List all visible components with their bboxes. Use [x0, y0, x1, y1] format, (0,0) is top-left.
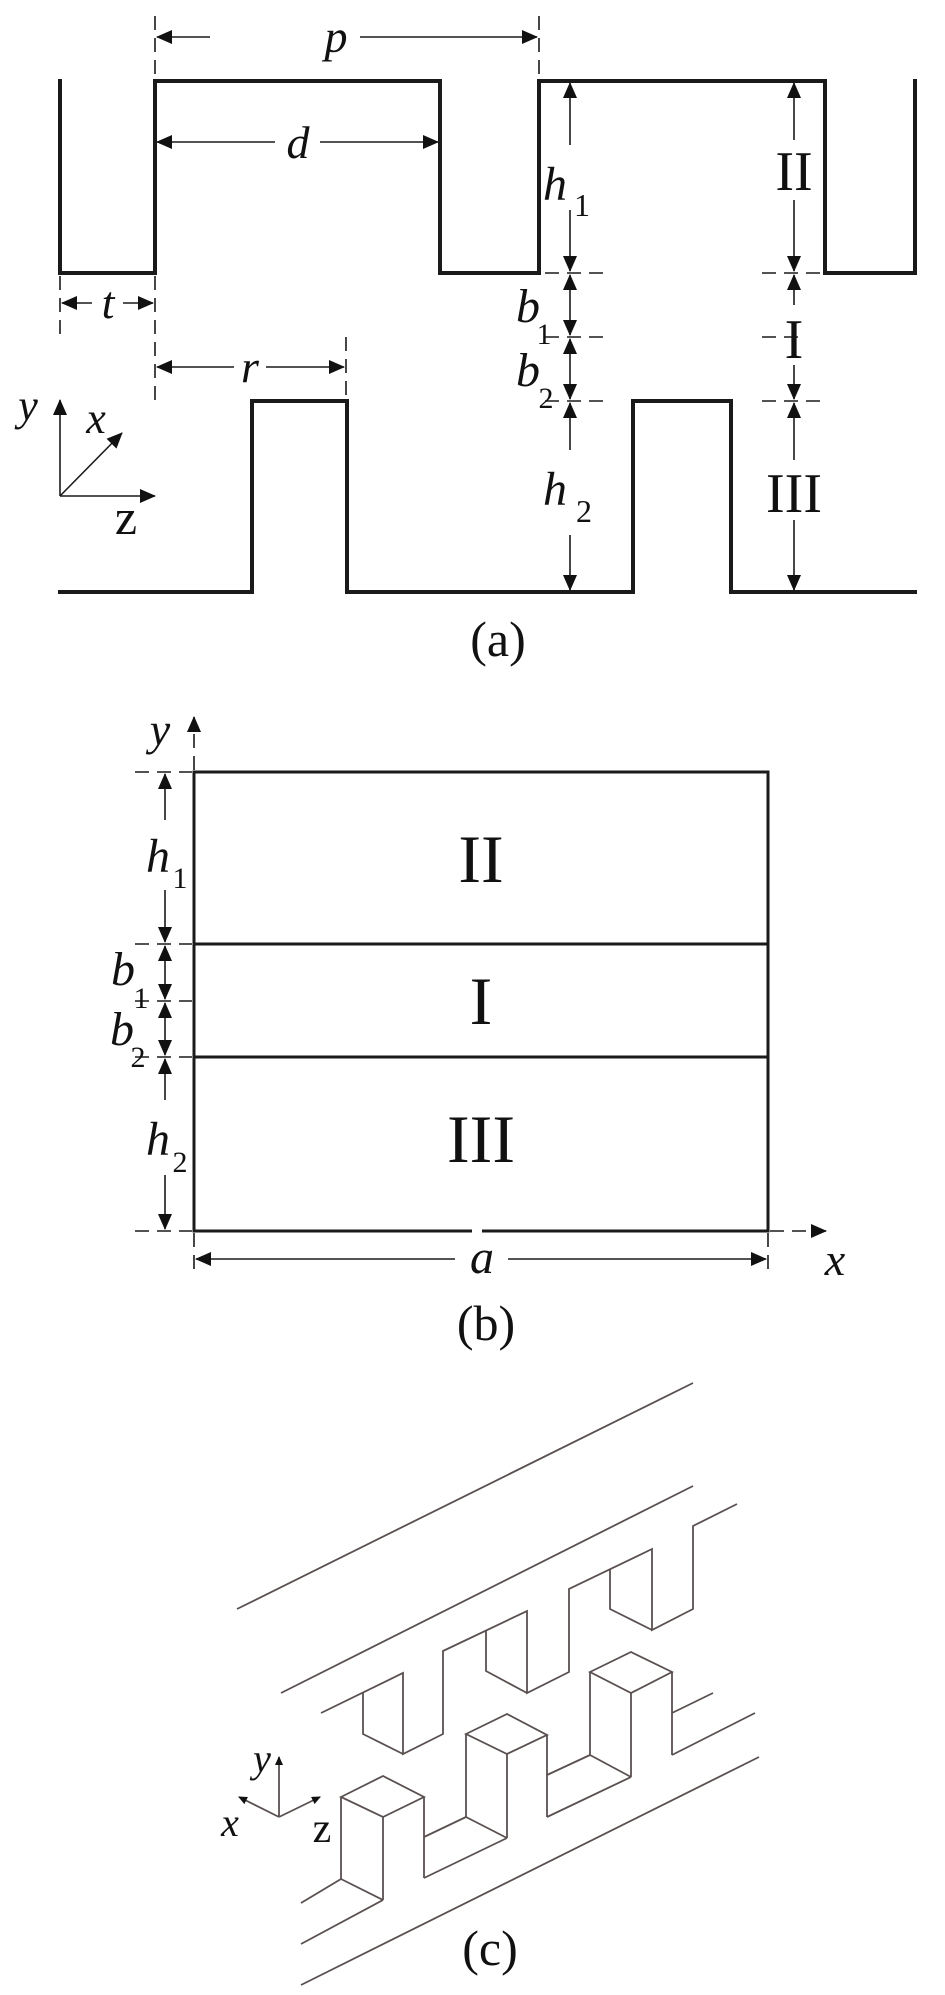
label-b1-sub-b: 1 — [134, 982, 149, 1015]
lower-plate-edge — [300, 1756, 760, 1986]
axis-label-y-b: y — [146, 704, 171, 755]
upper-plate-edge-2 — [280, 1485, 694, 1694]
axis-label-z-c: z — [313, 1806, 332, 1852]
panel-a: p d t r h — [14, 11, 917, 667]
vertical-dimensions-b: h 1 b 1 b 2 h 2 — [110, 773, 188, 1230]
upper-tooth-1-edge — [362, 1693, 404, 1755]
label-b2-sub: 2 — [539, 382, 554, 415]
upper-tooth-2-edge — [485, 1631, 528, 1694]
axes-c: y x z — [220, 1736, 331, 1852]
label-b2: b — [516, 344, 540, 397]
label-h1: h — [543, 158, 567, 211]
caption-b: (b) — [457, 1295, 515, 1351]
upper-comb-profile — [320, 1503, 738, 1756]
dimension-a: a — [195, 1231, 767, 1284]
label-h1-sub: 1 — [574, 187, 590, 223]
label-h2-b: h — [146, 1113, 170, 1166]
dimension-p: p — [156, 11, 538, 62]
lower-tooth-1 — [338, 1774, 427, 1901]
axis-label-x-a: x — [85, 394, 106, 443]
region-label-II-b: II — [458, 821, 503, 897]
lower-floor-2 — [546, 1754, 632, 1818]
upper-tooth-3-edge — [609, 1569, 653, 1631]
axis-label-y-c: y — [249, 1736, 271, 1781]
lower-floor-1 — [423, 1816, 508, 1879]
label-b1-b: b — [111, 943, 135, 996]
axis-label-x-c: x — [220, 1800, 239, 1845]
region-label-II-a: II — [775, 141, 812, 203]
label-b2-sub-b: 2 — [131, 1041, 146, 1074]
upper-plate-edge-1 — [236, 1382, 694, 1610]
dimension-t: t — [61, 277, 154, 328]
upper-grating-profile — [58, 79, 917, 275]
panel-c: y x z (c) — [220, 1382, 760, 1986]
label-a: a — [470, 1231, 494, 1284]
dimension-r: r — [156, 341, 345, 392]
label-h2-sub-b: 2 — [173, 1146, 188, 1179]
axis-label-y-a: y — [14, 381, 38, 430]
lower-grating-profile — [58, 399, 917, 594]
label-t: t — [102, 277, 116, 328]
label-b2-b: b — [110, 1003, 134, 1056]
axes-a: y x z — [14, 381, 156, 545]
caption-a: (a) — [470, 611, 526, 667]
lower-floor-left — [300, 1878, 384, 1945]
panel-b: y x h 1 b 1 b 2 h 2 — [110, 704, 846, 1351]
label-h1-b: h — [146, 830, 170, 883]
region-label-III-a: III — [766, 463, 822, 525]
axes-b: y x — [146, 704, 846, 1285]
lower-tooth-3 — [587, 1650, 675, 1778]
lower-tooth-2 — [463, 1712, 550, 1839]
label-p: p — [322, 11, 348, 62]
label-h2-sub: 2 — [576, 493, 592, 529]
region-label-I-b: I — [470, 963, 493, 1039]
extension-lines — [59, 16, 826, 402]
axis-label-z-a: z — [115, 489, 137, 545]
vertical-dimensions-left: h 1 b 1 b 2 h 2 — [516, 82, 592, 591]
region-label-I-a: I — [785, 309, 804, 371]
label-r: r — [241, 341, 260, 392]
axis-label-x-b: x — [824, 1234, 846, 1285]
extension-lines-b — [135, 771, 192, 1232]
label-d: d — [287, 117, 311, 168]
lower-floor-3 — [671, 1692, 756, 1756]
label-h1-sub-b: 1 — [173, 862, 188, 895]
label-h2: h — [543, 463, 567, 516]
dimension-d: d — [156, 117, 439, 168]
region-label-III-b: III — [447, 1101, 515, 1177]
vertical-dimensions-right: II I III — [766, 82, 822, 591]
label-b1-sub: 1 — [537, 318, 552, 351]
label-b1: b — [516, 280, 540, 333]
caption-c: (c) — [462, 1920, 518, 1976]
